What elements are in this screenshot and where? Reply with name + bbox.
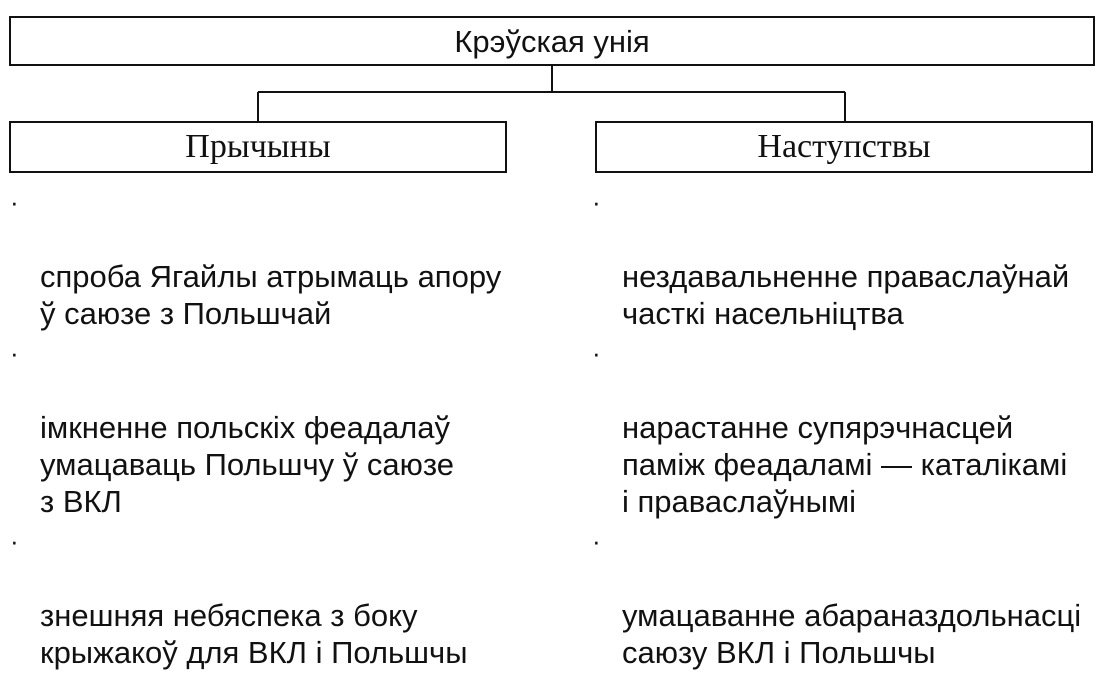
consequences-list: · нездавальненне праваслаўнай часткі нас… (590, 184, 1102, 674)
causes-heading: Прычыны (185, 128, 331, 165)
causes-list: · спроба Ягайлы атрымаць апору ў саюзе з… (8, 184, 568, 674)
consequences-item-text: умацаванне абараназдольнасці саюзу ВКЛ і… (622, 598, 1082, 670)
causes-item-text: знешняя небяспека з боку крыжакоў для ВК… (40, 598, 468, 670)
bullet-icon: · (592, 526, 601, 556)
causes-item-text: імкненне польскіх феадалаў умацаваць Пол… (40, 410, 455, 519)
causes-item-text: спроба Ягайлы атрымаць апору ў саюзе з П… (40, 259, 502, 331)
causes-heading-box: Прычыны (9, 121, 507, 173)
consequences-item-text: нездавальненне праваслаўнай часткі насел… (622, 259, 1070, 331)
causes-list-item: · спроба Ягайлы атрымаць апору ў саюзе з… (8, 184, 568, 332)
connector-lines (257, 66, 846, 121)
bullet-icon: · (592, 187, 601, 217)
consequences-heading: Наступствы (757, 128, 931, 165)
consequences-item-text: нарастанне супярэчнасцей паміж феадаламі… (622, 410, 1068, 519)
bullet-icon: · (10, 338, 19, 368)
causes-list-item: · імкненне польскіх феадалаў умацаваць П… (8, 335, 568, 520)
title-text: Крэўская унія (454, 23, 650, 59)
causes-list-item: · знешняя небяспека з боку крыжакоў для … (8, 523, 568, 671)
consequences-list-item: · нездавальненне праваслаўнай часткі нас… (590, 184, 1102, 332)
bullet-icon: · (10, 187, 19, 217)
consequences-heading-box: Наступствы (595, 121, 1093, 173)
title-box: Крэўская унія (9, 16, 1095, 66)
consequences-list-item: · нарастанне супярэчнасцей паміж феадала… (590, 335, 1102, 520)
consequences-list-item: · умацаванне абараназдольнасці саюзу ВКЛ… (590, 523, 1102, 671)
bullet-icon: · (10, 526, 19, 556)
bullet-icon: · (592, 338, 601, 368)
